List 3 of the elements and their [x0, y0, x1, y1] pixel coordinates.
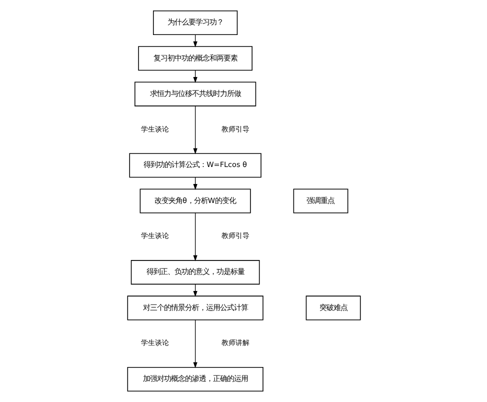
arrow	[192, 212, 197, 262]
arrow	[192, 320, 197, 368]
arrow	[192, 106, 197, 154]
